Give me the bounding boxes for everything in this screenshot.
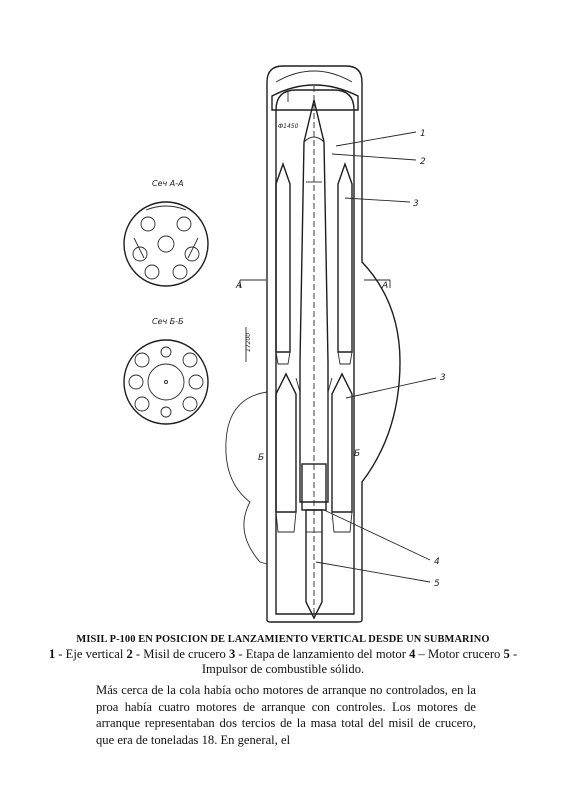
lower-booster-right (331, 372, 353, 513)
legend-num-5: 5 (503, 647, 510, 661)
legend-text-4: – Motor crucero (415, 647, 504, 661)
legend-text-1: - Eje vertical (55, 647, 127, 661)
tube-inner (275, 89, 355, 615)
figure-caption: MISIL P-100 EN POSICION DE LANZAMIENTO V… (40, 632, 526, 677)
height-label: 17200 (245, 333, 252, 352)
legend-text-3: - Etapa de lanzamiento del motor (235, 647, 410, 661)
callout-5: 5 (434, 579, 440, 589)
legend-num-4: 4 (409, 647, 416, 661)
launch-diagram: 1 2 3 3 4 5 Сеч А-А Сеч Б-Б А А Б Б Ф145… (100, 62, 466, 630)
cut-b-right: Б (354, 449, 360, 459)
body-paragraph: Más cerca de la cola había ocho motores … (96, 683, 476, 747)
cruise-missile (299, 99, 329, 503)
solid-booster (305, 509, 323, 620)
legend-num-3: 3 (228, 647, 236, 661)
callout-1: 1 (420, 129, 426, 139)
callout-4: 4 (434, 557, 440, 567)
caption-legend: 1 - Eje vertical 2 - Misil de crucero 3 … (40, 647, 526, 677)
section-aa-label: Сеч А-А (152, 179, 184, 188)
body-text: Más cerca de la cola había ocho motores … (96, 682, 476, 748)
section-bb-label: Сеч Б-Б (152, 317, 184, 326)
legend-num-2: 2 (126, 647, 133, 661)
section-aa-view (123, 201, 209, 287)
legend-text-5: - Impulsor de combustible sólido. (201, 647, 518, 676)
caption-title: MISIL P-100 EN POSICION DE LANZAMIENTO V… (76, 634, 490, 645)
tube-outline (266, 65, 401, 623)
callout-3-lower: 3 (440, 373, 446, 383)
callout-2: 2 (420, 157, 426, 167)
lower-booster-left (275, 372, 297, 513)
cut-a-left: А (235, 281, 242, 291)
diameter-label: Ф1450 (278, 123, 299, 130)
legend-text-2: - Misil de crucero (132, 647, 229, 661)
upper-booster-left (275, 161, 291, 353)
upper-booster-right (337, 161, 353, 353)
callout-3-upper: 3 (413, 199, 419, 209)
legend-num-1: 1 (48, 647, 56, 661)
cut-b-left: Б (258, 453, 264, 463)
section-bb-view (123, 339, 209, 425)
cut-a-right: А (381, 281, 388, 291)
